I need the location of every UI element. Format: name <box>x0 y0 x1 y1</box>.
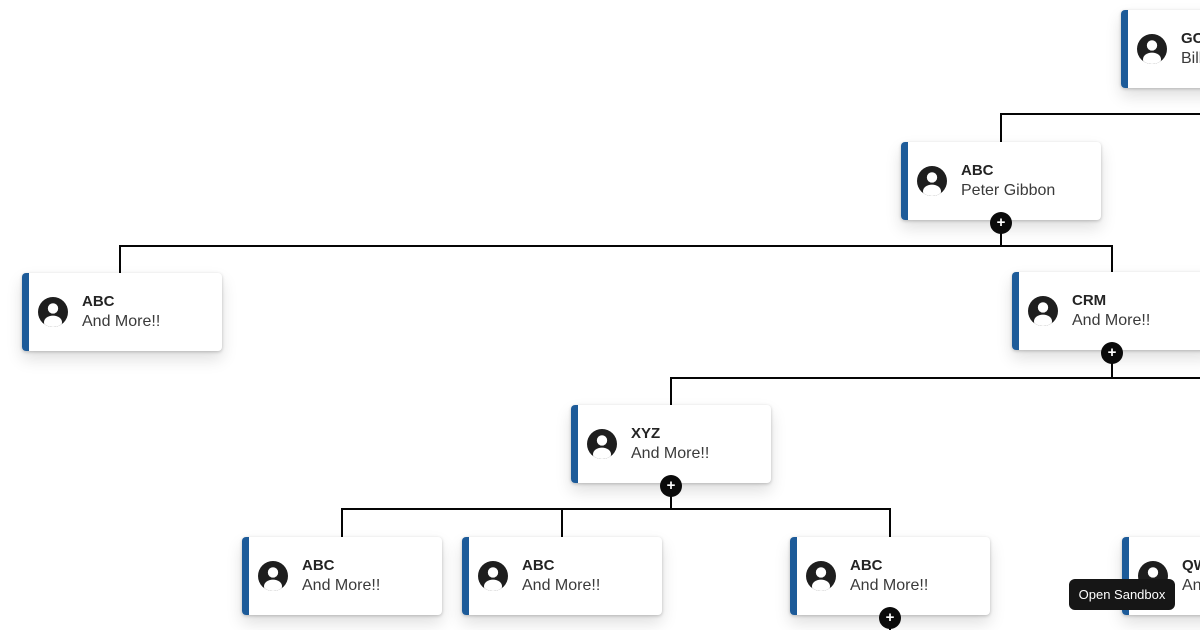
person-icon <box>478 561 508 591</box>
node-title: ABC <box>850 556 883 574</box>
connector-vertical <box>561 508 563 538</box>
node-title: ABC <box>522 556 555 574</box>
connector-vertical <box>1000 113 1002 143</box>
node-subtitle: And More!! <box>631 444 710 462</box>
node-subtitle: And More!! <box>82 312 161 330</box>
node-accent-bar <box>242 537 249 615</box>
connector-horizontal <box>1001 113 1200 115</box>
person-icon <box>806 561 836 591</box>
connector-vertical <box>1111 354 1113 379</box>
node-accent-bar <box>1012 272 1019 350</box>
connector-vertical <box>889 508 891 538</box>
person-icon <box>1028 296 1058 326</box>
connector-vertical <box>670 377 672 406</box>
connector-horizontal <box>341 508 891 510</box>
node-title: CRM <box>1072 291 1107 309</box>
org-node-xyz[interactable]: XYZ And More!! + <box>571 405 771 497</box>
connector-vertical <box>1111 245 1113 273</box>
connector-vertical <box>119 245 121 274</box>
node-subtitle: Bill <box>1181 49 1200 67</box>
node-subtitle: Peter Gibbon <box>961 181 1056 199</box>
node-subtitle: And More!! <box>302 576 381 594</box>
node-title: ABC <box>82 292 115 310</box>
expand-button[interactable]: + <box>1101 342 1123 364</box>
node-subtitle: And More!! <box>1072 311 1151 329</box>
person-icon <box>917 166 947 196</box>
org-node-abc-2[interactable]: ABC And More!! <box>462 537 662 615</box>
node-accent-bar <box>790 537 797 615</box>
node-accent-bar <box>901 142 908 220</box>
node-title: QW <box>1182 556 1200 574</box>
node-title: XYZ <box>631 424 661 442</box>
node-subtitle: An <box>1182 576 1200 594</box>
org-node-peter[interactable]: ABC Peter Gibbon + <box>901 142 1101 234</box>
org-node-abc-3[interactable]: ABC And More!! + <box>790 537 990 629</box>
connector-vertical <box>670 487 672 510</box>
node-subtitle: And More!! <box>522 576 601 594</box>
node-accent-bar <box>462 537 469 615</box>
org-node-crm[interactable]: CRM And More!! + <box>1012 272 1200 364</box>
person-icon <box>38 297 68 327</box>
node-title: GC <box>1181 29 1200 47</box>
connector-vertical <box>1000 224 1002 247</box>
expand-button[interactable]: + <box>879 607 901 629</box>
node-title: ABC <box>961 161 994 179</box>
person-icon <box>587 429 617 459</box>
expand-button[interactable]: + <box>660 475 682 497</box>
connector-horizontal <box>119 245 1113 247</box>
node-accent-bar <box>1121 10 1128 88</box>
org-node-abc-1[interactable]: ABC And More!! <box>242 537 442 615</box>
node-accent-bar <box>1122 537 1129 615</box>
open-sandbox-button[interactable]: Open Sandbox <box>1069 579 1175 610</box>
connector-vertical <box>341 508 343 538</box>
person-icon <box>1137 34 1167 64</box>
node-accent-bar <box>571 405 578 483</box>
node-subtitle: And More!! <box>850 576 929 594</box>
person-icon <box>258 561 288 591</box>
node-accent-bar <box>22 273 29 351</box>
expand-button[interactable]: + <box>990 212 1012 234</box>
connector-horizontal <box>670 377 1200 379</box>
org-node-gc[interactable]: GC Bill <box>1121 10 1200 88</box>
org-node-abc-left[interactable]: ABC And More!! <box>22 273 222 351</box>
node-title: ABC <box>302 556 335 574</box>
